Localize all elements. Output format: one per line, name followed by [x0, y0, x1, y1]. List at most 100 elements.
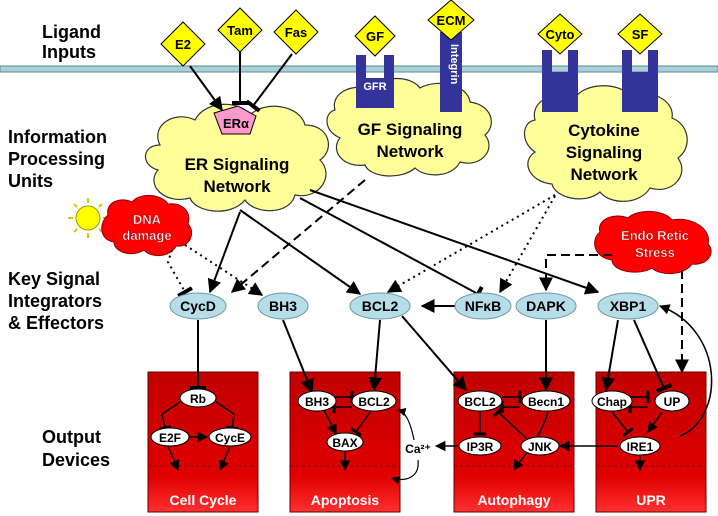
e2-to-era-arrow	[189, 65, 223, 112]
er-inhibits-nfkb	[299, 197, 484, 302]
cyto-to-bcl2-arrow	[386, 194, 556, 293]
endo-label-2: Stress	[635, 245, 675, 260]
device-cell-cycle-title: Cell Cycle	[170, 492, 237, 508]
integrator-xbp1: XBP1	[597, 292, 659, 320]
node-up-label: UP	[664, 395, 681, 409]
cell-cycle-internals: Rb E2F CycE Cell Cycle	[150, 388, 252, 508]
dna-inhibits-cycd	[166, 249, 193, 298]
ire1-to-xbp1-arrow	[659, 304, 713, 437]
er-to-bcl2-arrow	[239, 209, 362, 295]
jnk-inhibits-bcl2	[492, 406, 527, 439]
autophagy-internals: BCL2 Becn1 IP3R JNK Autophagy	[457, 390, 618, 508]
upr-internals: Chap UP IRE1 UPR	[591, 390, 690, 508]
node-chap	[591, 390, 633, 412]
cyto-receptor	[542, 50, 578, 112]
node-bax	[326, 432, 364, 452]
xbp1-inhibits-up	[633, 319, 673, 394]
bh3-label: BH3	[269, 298, 297, 314]
label-output-1: Output	[42, 427, 101, 447]
gf-network-label-2: Network	[376, 142, 444, 161]
node-rb	[179, 388, 217, 408]
bcl2-to-autophagy-bcl2	[401, 315, 467, 392]
dna-label-1: DNA	[133, 212, 162, 227]
device-apoptosis-title: Apoptosis	[311, 492, 380, 508]
cyce-output-arrow	[218, 445, 231, 471]
device-upr-title: UPR	[636, 492, 666, 508]
integrator-bcl2: BCL2	[349, 292, 411, 320]
gfr-receptor: GFR	[356, 55, 394, 108]
era-receptor: ERα	[213, 105, 257, 135]
bh3-to-bax	[323, 409, 337, 435]
node-jnk	[520, 436, 560, 456]
sf-receptor	[622, 50, 658, 112]
gf-network-label-1: GF Signaling	[358, 120, 463, 139]
ligand-tam: Tam	[217, 7, 263, 53]
label-info-3: Units	[8, 171, 53, 191]
label-key-3: & Effectors	[8, 313, 104, 333]
node-ip3r	[458, 436, 502, 456]
node-e2f-label: E2F	[159, 431, 181, 445]
node-auto-bcl2	[457, 390, 503, 412]
node-ire1-label: IRE1	[627, 440, 654, 454]
chap-inhibits-ire1	[611, 411, 634, 437]
node-auto-bcl2-label: BCL2	[464, 395, 496, 409]
rb-inhibits-e2f	[158, 401, 181, 431]
cyto-network-label-1: Cytokine	[568, 121, 640, 140]
left-labels: Ligand Inputs Information Processing Uni…	[8, 22, 110, 470]
ligand-gf: GF	[354, 15, 396, 57]
ligand-cyto: Cyto	[537, 13, 583, 55]
label-ligand-inputs-2: Inputs	[42, 42, 96, 62]
ca2-node: Ca²⁺	[391, 408, 458, 485]
ligand-cyto-label: Cyto	[546, 27, 575, 42]
endo-label-1: Endo Retic	[621, 228, 689, 243]
node-becn1-label: Becn1	[528, 395, 564, 409]
apoptosis-internals: BH3 BCL2 BAX Apoptosis	[297, 390, 397, 508]
ligand-e2-label: E2	[175, 37, 191, 52]
er-to-xbp1-arrow	[309, 189, 600, 295]
cyto-to-nfkb-arrow	[499, 195, 556, 294]
gf-to-cycd-arrow	[230, 179, 366, 293]
dapk-label: DAPK	[526, 298, 566, 314]
er-network-label-1: ER Signaling	[185, 155, 290, 174]
integrator-nfkb: NFκB	[454, 292, 512, 320]
er-signaling-network: ER Signaling Network	[144, 103, 329, 212]
node-jnk-label: JNK	[528, 440, 552, 454]
node-cyce-label: CycE	[215, 431, 245, 445]
gf-signaling-network: GF Signaling Network	[326, 77, 492, 177]
bh3-to-apoptosis-bh3	[282, 319, 314, 394]
ligand-sf-label: SF	[632, 27, 649, 42]
era-label: ERα	[223, 116, 249, 131]
node-chap-label: Chap	[597, 395, 627, 409]
er-to-cycd-arrow	[207, 211, 241, 294]
bcl2-inhibits-bax	[350, 411, 371, 437]
nfkb-label: NFκB	[465, 298, 502, 314]
integrin-label: Integrin	[448, 44, 460, 85]
er-network-label-2: Network	[203, 177, 271, 196]
label-output-2: Devices	[42, 450, 110, 470]
ligand-tam-label: Tam	[227, 23, 253, 38]
gfr-label: GFR	[363, 81, 386, 93]
node-ire1	[619, 436, 661, 456]
node-e2f	[150, 427, 190, 447]
device-autophagy-title: Autophagy	[477, 492, 550, 508]
ca2-to-bcl2	[397, 408, 415, 441]
integrin-receptor: Integrin	[440, 32, 462, 112]
ca2-label: Ca²⁺	[405, 442, 431, 456]
rb-inhibits-cyce	[215, 401, 239, 431]
label-ligand-inputs-1: Ligand	[42, 22, 101, 42]
node-apop-bcl2-label: BCL2	[358, 395, 390, 409]
ligand-ecm: ECM	[427, 0, 475, 41]
dna-label-2: damage	[122, 228, 171, 243]
fas-inhibits-era	[245, 53, 293, 113]
dna-to-bh3-arrow	[184, 244, 264, 296]
label-info-2: Processing	[8, 149, 105, 169]
ligand-sf: SF	[617, 13, 663, 55]
node-apop-bh3-label: BH3	[305, 395, 329, 409]
bcl2-label: BCL2	[362, 298, 399, 314]
node-up	[654, 390, 690, 412]
up-to-ire1	[647, 411, 663, 433]
node-cyce	[208, 427, 252, 447]
label-key-1: Key Signal	[8, 269, 100, 289]
ligand-fas: Fas	[273, 9, 319, 55]
